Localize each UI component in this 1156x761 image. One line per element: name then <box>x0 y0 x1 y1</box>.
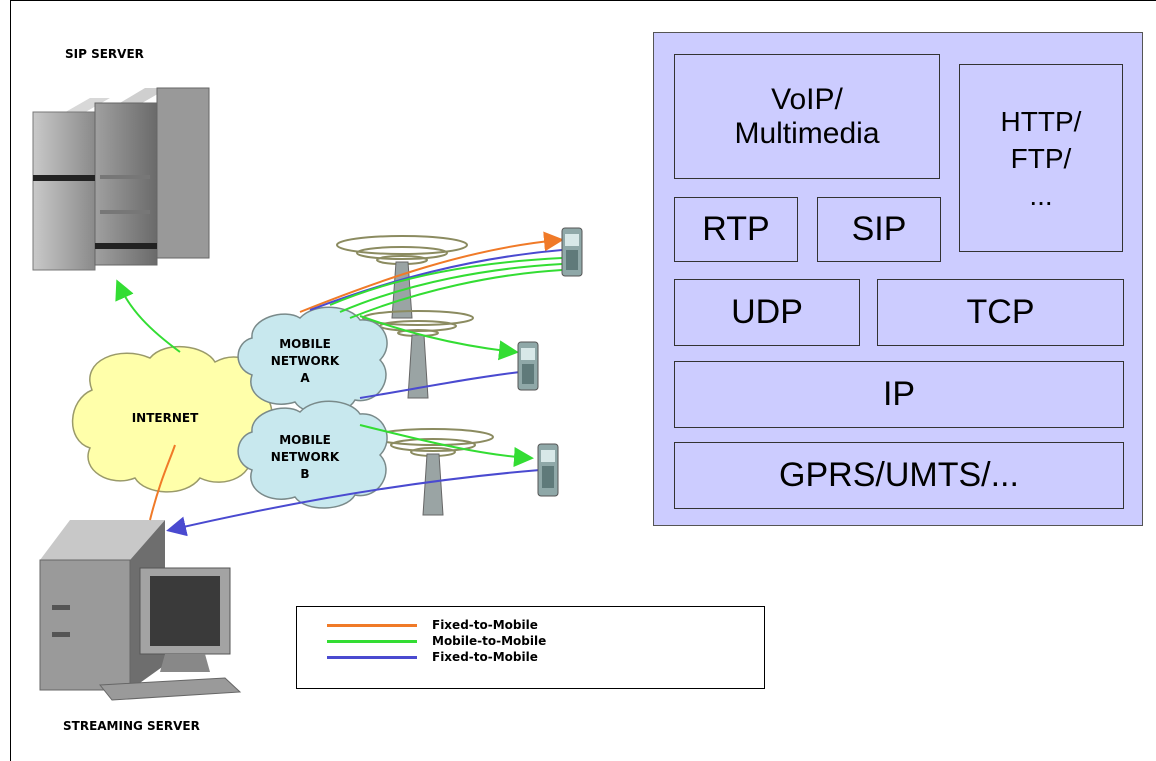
legend-label: Fixed-to-Mobile <box>432 618 538 632</box>
mobile-phone-icon <box>537 443 559 497</box>
cloud-icon <box>237 306 388 415</box>
layer-ip: IP <box>674 361 1124 428</box>
legend-item: Fixed-to-Mobile <box>327 617 538 633</box>
legend-item: Fixed-to-Mobile <box>327 649 538 665</box>
layer-rtp: RTP <box>674 197 798 262</box>
sip-server-label: SIP SERVER <box>65 47 144 61</box>
streaming-server-label: STREAMING SERVER <box>63 719 200 733</box>
server-icon <box>32 87 210 271</box>
layer-sip: SIP <box>817 197 941 262</box>
protocol-stack: VoIP/ Multimedia HTTP/ FTP/ ... RTP SIP … <box>653 32 1143 526</box>
layer-tcp: TCP <box>877 279 1124 346</box>
layer-voip-multimedia: VoIP/ Multimedia <box>674 54 940 179</box>
mobile-network-b-label: MOBILE NETWORK B <box>270 433 340 481</box>
layer-udp: UDP <box>674 279 860 346</box>
legend: Fixed-to-Mobile Mobile-to-Mobile Fixed-t… <box>296 606 765 689</box>
legend-swatch <box>327 623 417 627</box>
legend-label: Mobile-to-Mobile <box>432 634 547 648</box>
internet-label: INTERNET <box>131 411 199 425</box>
mobile-network-a-label: MOBILE NETWORK A <box>270 337 340 385</box>
mobile-phone-icon <box>517 341 539 391</box>
legend-label: Fixed-to-Mobile <box>432 650 538 664</box>
layer-http-ftp: HTTP/ FTP/ ... <box>959 64 1123 252</box>
desktop-computer-icon <box>39 520 242 701</box>
mobile-phone-icon <box>561 227 583 277</box>
legend-swatch <box>327 639 417 643</box>
page-frame <box>10 0 1156 761</box>
legend-item: Mobile-to-Mobile <box>327 633 546 649</box>
cell-tower-icon <box>372 428 494 516</box>
legend-swatch <box>327 655 417 659</box>
layer-gprs-umts: GPRS/UMTS/... <box>674 442 1124 509</box>
cloud-icon <box>237 400 388 509</box>
